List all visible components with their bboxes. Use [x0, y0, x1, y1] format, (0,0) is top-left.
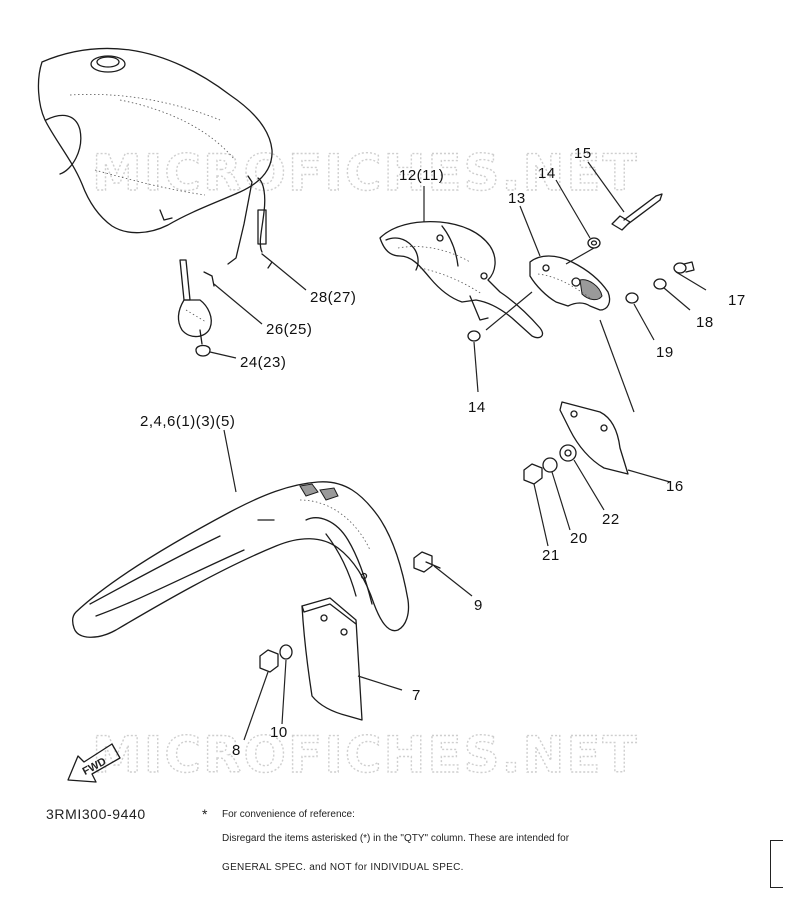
callout-18: 18 [696, 314, 714, 331]
washer-20 [542, 457, 558, 473]
bolt-9 [413, 551, 441, 573]
cover-plate-16 [559, 401, 629, 475]
callout-28: 28(27) [310, 289, 356, 306]
callout-16: 16 [666, 478, 684, 495]
washer-19 [625, 292, 639, 304]
callout-14-bottom: 14 [468, 399, 486, 416]
fuel-tank [37, 47, 273, 234]
page-edge-bracket [770, 840, 783, 888]
callout-20: 20 [570, 530, 588, 547]
note-line-3: GENERAL SPEC. and NOT for INDIVIDUAL SPE… [222, 862, 464, 873]
note-line-2: Disregard the items asterisked (*) in th… [222, 833, 570, 844]
leader-lines [209, 161, 707, 741]
fuel-hose [227, 175, 273, 269]
callout-2: 2,4,6(1)(3)(5) [140, 413, 235, 430]
note-asterisk: * [202, 806, 208, 822]
drawing-number: 3RMI300-9440 [46, 806, 146, 822]
callout-15: 15 [574, 145, 592, 162]
washer-14-bottom [467, 330, 481, 342]
fuel-cock [177, 259, 215, 357]
callout-10: 10 [270, 724, 288, 741]
callout-7: 7 [412, 687, 421, 704]
bolt-15 [611, 193, 663, 231]
callout-26: 26(25) [266, 321, 312, 338]
callout-24: 24(23) [240, 354, 286, 371]
callout-22: 22 [602, 511, 620, 528]
washer-18 [653, 278, 667, 290]
number-plate [379, 220, 544, 339]
washer-14-top [587, 237, 601, 249]
callout-19: 19 [656, 344, 674, 361]
nut-21 [523, 463, 543, 485]
mud-flap [301, 597, 363, 721]
note-line-1: For convenience of reference: [222, 809, 355, 820]
callout-8: 8 [232, 742, 241, 759]
bolt-17 [673, 261, 695, 274]
collar-22 [559, 444, 577, 462]
callout-13: 13 [508, 190, 526, 207]
washer-14-top-hole [590, 240, 598, 246]
washer-10 [279, 644, 293, 660]
nut-8 [259, 649, 279, 673]
callout-12: 12(11) [399, 167, 444, 184]
watermark-bottom: MICROFICHES.NET [92, 726, 639, 784]
callout-9: 9 [474, 597, 483, 614]
watermark-top: MICROFICHES.NET [92, 144, 639, 202]
headlight-bracket [529, 255, 611, 311]
callout-14-top: 14 [538, 165, 556, 182]
front-fender [72, 481, 410, 638]
callout-21: 21 [542, 547, 560, 564]
callout-17: 17 [728, 292, 746, 309]
